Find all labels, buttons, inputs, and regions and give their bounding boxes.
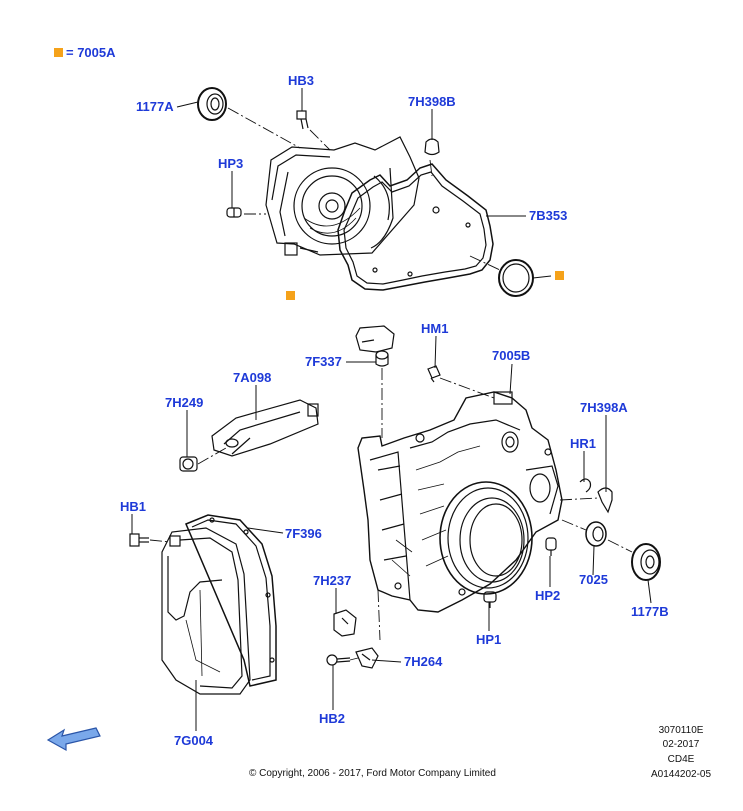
plug-7h398a-part	[597, 487, 613, 514]
callout-7h249: 7H249	[165, 395, 204, 410]
callout-7b353: 7B353	[529, 208, 568, 223]
pan-7g004-part	[161, 527, 251, 695]
ring-seal-part	[498, 259, 534, 297]
callout-hb2: HB2	[319, 711, 346, 726]
marker-7005a-icon	[286, 291, 295, 300]
seal-1177b-part	[631, 543, 661, 581]
bolt-hb3-part	[296, 110, 309, 130]
callout-hb3: HB3	[288, 73, 315, 88]
pin-hp3-part	[226, 207, 242, 218]
date-code: 02-2017	[662, 739, 700, 750]
callout-7h264: 7H264	[404, 654, 443, 669]
seal-1177a-part	[197, 87, 227, 121]
pin-hm1-part	[427, 365, 441, 383]
callout-1177a: 1177A	[136, 99, 174, 114]
ring-hr1-part	[579, 478, 592, 493]
callout-hp1: HP1	[476, 632, 502, 647]
callout-hm1: HM1	[421, 321, 449, 336]
legend-text: = 7005A	[66, 45, 116, 60]
arrow-icon	[46, 727, 101, 752]
callout-hp2: HP2	[535, 588, 561, 603]
plug-7h398b-part	[424, 138, 440, 156]
seal-7h249-part	[179, 456, 198, 472]
converter-housing-part	[265, 136, 420, 256]
callout-1177b: 1177B	[631, 604, 669, 619]
transmission-case-7005b-part	[357, 391, 563, 613]
callout-7h237: 7H237	[313, 573, 352, 588]
plug-hp2-part	[545, 537, 557, 556]
gasket-7f396-part	[185, 514, 277, 687]
bracket-7h264-part	[355, 647, 379, 669]
plug-hp1-part	[483, 591, 497, 608]
bolt-hb2-part	[326, 654, 351, 666]
callout-7f337: 7F337	[305, 354, 342, 369]
callout-7h398b: 7H398B	[408, 94, 456, 109]
reference-code: 3070110E	[658, 725, 704, 736]
clip-7h237-part	[333, 609, 357, 637]
callout-hp3: HP3	[218, 156, 244, 171]
callout-7025: 7025	[579, 572, 608, 587]
model-code: CD4E	[667, 754, 695, 765]
copyright-text: © Copyright, 2006 - 2017, Ford Motor Com…	[249, 768, 496, 779]
callout-7f396: 7F396	[285, 526, 322, 541]
bracket-7f337-part	[355, 325, 395, 367]
illustration-code: A0144202-05	[650, 769, 712, 780]
callout-hr1: HR1	[570, 436, 597, 451]
callout-7a098: 7A098	[233, 370, 272, 385]
callout-7g004: 7G004	[174, 733, 214, 748]
filter-7a098-part	[211, 399, 319, 457]
marker-7005a-icon	[555, 271, 564, 280]
callout-7h398a: 7H398A	[580, 400, 628, 415]
gasket-7b353-part	[337, 163, 494, 291]
bolt-hb1-part	[129, 533, 149, 547]
seal-7025-part	[585, 521, 607, 547]
callout-hb1: HB1	[120, 499, 147, 514]
callout-7005b: 7005B	[492, 348, 531, 363]
legend-marker-icon	[54, 48, 63, 57]
